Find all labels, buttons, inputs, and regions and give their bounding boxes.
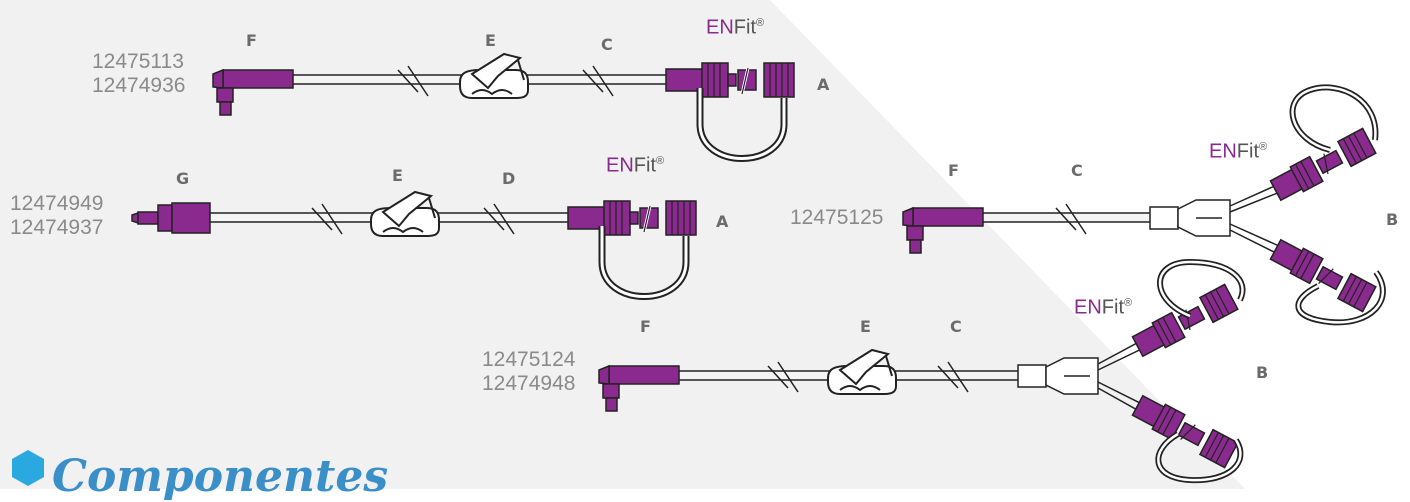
section-heading: Componentes [52, 451, 389, 502]
tubing-set-3 [902, 84, 1386, 326]
background-shade [0, 0, 1245, 489]
component-label-f: F [640, 317, 651, 336]
product-code: 12475124 [482, 348, 576, 371]
product-code: 12474948 [482, 372, 576, 395]
set-4-codes: 12475124 12474948 [482, 348, 575, 396]
component-label-c: C [950, 317, 962, 336]
component-label-b: B [1386, 210, 1399, 229]
product-code: 12475113 [92, 50, 184, 73]
enfit-mark: ENFit® [606, 154, 665, 177]
enfit-mark: ENFit® [706, 16, 765, 39]
enfit-mark: ENFit® [1074, 296, 1133, 319]
tubing-set-4 [598, 258, 1246, 484]
component-label-a: A [817, 75, 830, 94]
set-3-codes: 12475125 [790, 206, 883, 230]
product-code: 12474949 [10, 192, 104, 215]
component-label-e: E [485, 31, 496, 50]
component-label-f: F [246, 31, 257, 50]
diagram-drawing [0, 0, 1386, 489]
set-2-codes: 12474949 12474937 [10, 192, 103, 240]
component-label-c: C [1071, 161, 1083, 180]
tubing-set-1 [212, 53, 794, 159]
product-code: 12474937 [10, 216, 104, 239]
component-label-e: E [392, 166, 403, 185]
product-code: 12474936 [92, 74, 186, 97]
tubing-set-2 [131, 191, 696, 297]
component-label-e: E [860, 317, 871, 336]
component-label-d: D [502, 169, 516, 188]
product-code: 12475125 [790, 206, 884, 229]
component-label-a: A [716, 212, 729, 231]
enfit-mark: ENFit® [1209, 140, 1268, 163]
component-label-c: C [601, 35, 613, 54]
component-label-f: F [948, 161, 959, 180]
hexagon-icon [12, 450, 44, 486]
component-label-g: G [176, 169, 190, 188]
set-1-codes: 12475113 12474936 [92, 50, 185, 98]
component-label-b: B [1256, 363, 1269, 382]
